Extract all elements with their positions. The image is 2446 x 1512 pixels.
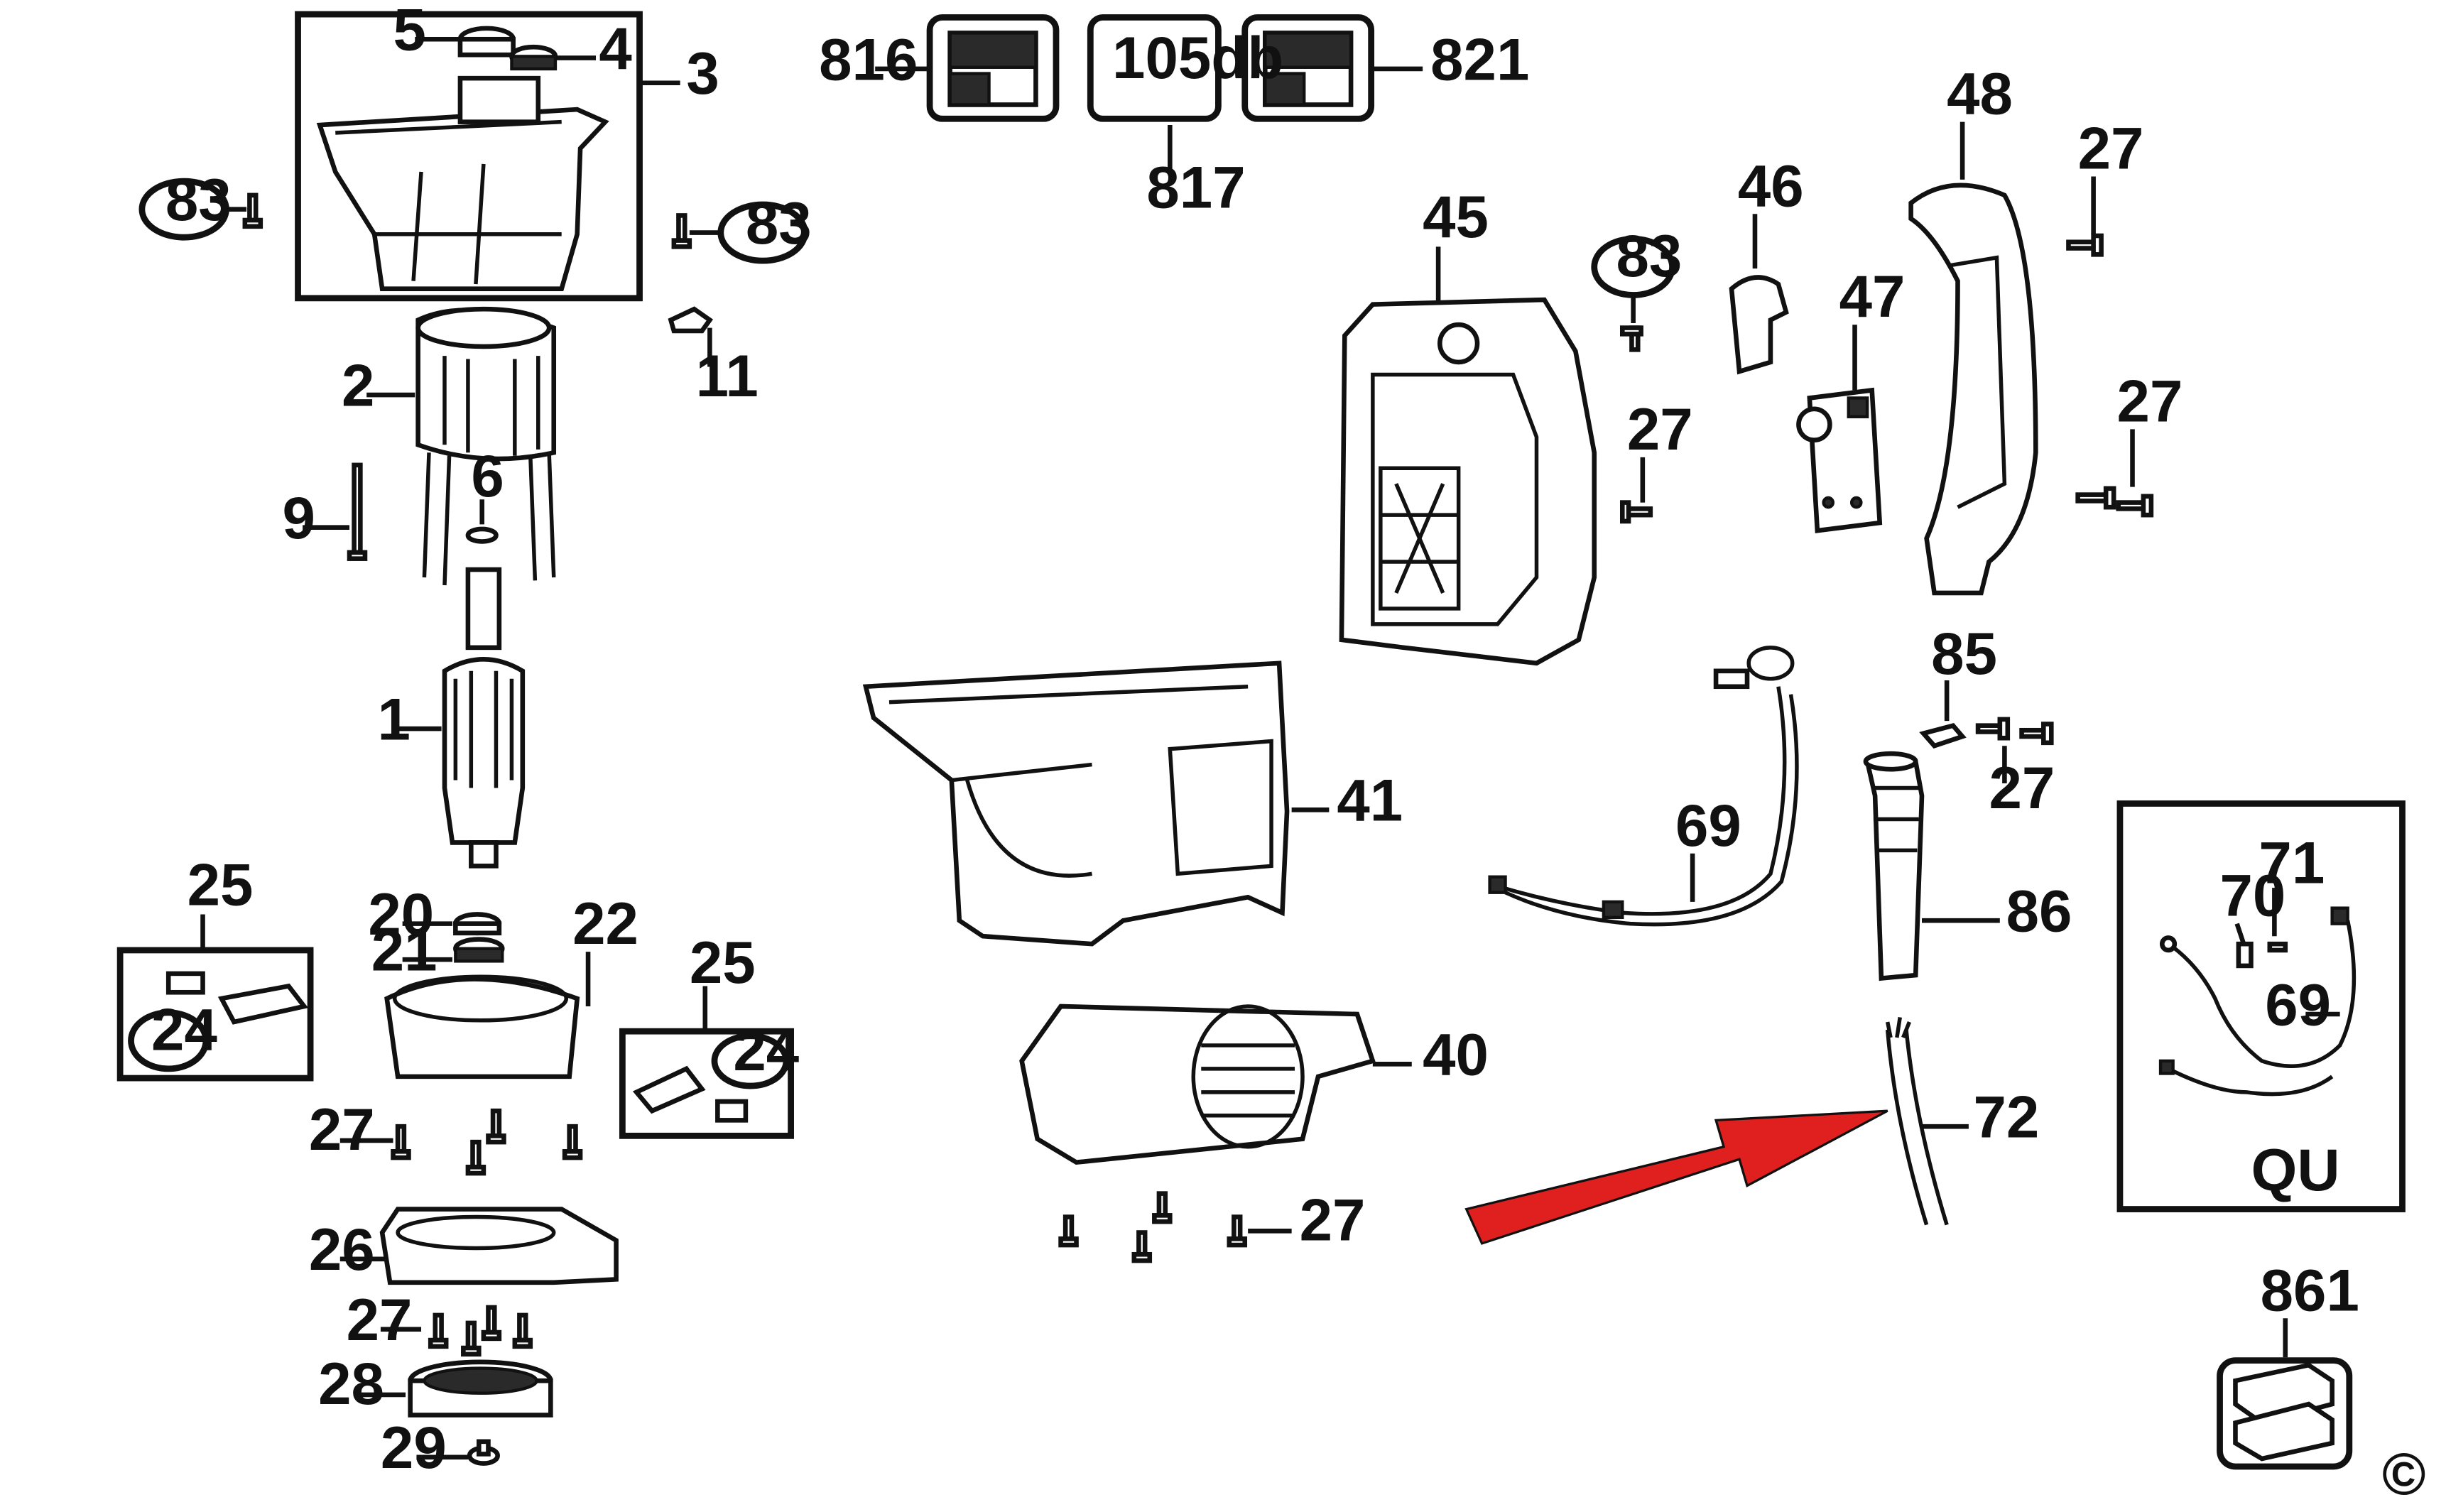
wire-kit-part-qu xyxy=(2158,906,2357,1097)
part-25-frame-right xyxy=(619,1028,794,1139)
label-817: 817 xyxy=(1146,153,1245,220)
screw-part-27-c xyxy=(1619,500,1653,524)
label-47: 47 xyxy=(1839,263,1906,330)
bearing-part-4 xyxy=(509,44,558,71)
label-1: 1 xyxy=(378,685,411,752)
part-24-callout-left xyxy=(128,1009,210,1072)
screws-part-27-group-b xyxy=(428,1305,533,1357)
part-3-frame xyxy=(295,11,643,302)
washer-part-6 xyxy=(465,526,499,544)
screw-part-83-mid xyxy=(671,213,692,249)
label-83-right: 83 xyxy=(1616,222,1683,289)
carry-case-part-861 xyxy=(2217,1357,2353,1470)
power-cord-part-72 xyxy=(1885,1016,1949,1226)
label-plate-part-821 xyxy=(1241,14,1375,122)
label-27-g: 27 xyxy=(1989,754,2055,821)
armature-part-1 xyxy=(442,567,526,869)
gear-housing-part-3 xyxy=(316,75,609,291)
brush-ring-part-22 xyxy=(384,974,580,1079)
label-11: 11 xyxy=(696,342,759,409)
label-71: 71 xyxy=(2259,830,2325,896)
label-46: 46 xyxy=(1738,152,1804,219)
label-816: 816 xyxy=(819,26,918,92)
screws-part-27-g xyxy=(1975,717,2054,746)
label-3: 3 xyxy=(686,40,719,107)
motor-housing-part-41 xyxy=(862,660,1290,947)
highlight-arrow xyxy=(1464,1109,1888,1245)
label-9: 9 xyxy=(283,484,315,551)
label-69-qu: 69 xyxy=(2265,971,2331,1038)
label-861: 861 xyxy=(2261,1256,2359,1323)
label-105db: 105db xyxy=(1112,24,1283,91)
screw-part-83-left xyxy=(242,192,263,229)
label-69: 69 xyxy=(1675,792,1741,859)
bearing-part-21 xyxy=(453,937,505,963)
part-24-callout-right xyxy=(711,1033,790,1089)
label-20: 20 xyxy=(368,881,434,947)
brush-holder-part-25-right xyxy=(632,1065,749,1123)
label-28: 28 xyxy=(318,1350,384,1417)
label-25-left: 25 xyxy=(187,851,254,918)
label-24-left: 24 xyxy=(151,996,217,1063)
copyright-mark: © xyxy=(2382,1441,2426,1508)
label-41: 41 xyxy=(1337,767,1403,834)
screw-part-27-d xyxy=(2066,233,2104,257)
trigger-part-46 xyxy=(1729,275,1789,375)
label-27-d: 27 xyxy=(2078,115,2144,182)
screws-part-27-e xyxy=(2075,486,2154,518)
label-24-right: 24 xyxy=(733,1016,799,1083)
screws-part-27-group-a xyxy=(391,1108,583,1176)
screws-part-27-f xyxy=(1058,1191,1248,1263)
label-72: 72 xyxy=(1973,1084,2039,1151)
label-25-right: 25 xyxy=(690,929,756,996)
label-29: 29 xyxy=(381,1414,447,1481)
ring-part-28 xyxy=(408,1359,553,1418)
field-stator-part-2 xyxy=(415,306,557,586)
label-40: 40 xyxy=(1423,1021,1489,1088)
label-27-f: 27 xyxy=(1300,1186,1366,1253)
cord-clamp-part-85 xyxy=(1919,722,1967,749)
label-86: 86 xyxy=(2006,878,2072,945)
label-plate-part-816 xyxy=(926,14,1060,122)
label-70: 70 xyxy=(2220,862,2286,929)
label-6: 6 xyxy=(471,442,504,509)
label-821: 821 xyxy=(1430,26,1529,92)
label-45: 45 xyxy=(1423,183,1489,250)
screw-part-9 xyxy=(347,462,368,561)
bearing-part-20 xyxy=(453,912,502,936)
label-27-a: 27 xyxy=(309,1096,375,1163)
end-cap-part-26 xyxy=(379,1207,619,1285)
label-4: 4 xyxy=(599,15,631,82)
part-25-frame-left xyxy=(116,947,314,1082)
label-22: 22 xyxy=(572,890,638,957)
label-27-b: 27 xyxy=(347,1286,413,1353)
label-83-left: 83 xyxy=(165,166,232,233)
label-qu: QU xyxy=(2251,1136,2339,1203)
part-83-callout-mid xyxy=(717,201,808,264)
label-27-c: 27 xyxy=(1627,396,1693,462)
clip-part-11 xyxy=(668,306,713,334)
cover-part-40 xyxy=(1019,1004,1376,1165)
label-2: 2 xyxy=(342,352,374,418)
brush-holder-part-25-left xyxy=(165,971,309,1025)
screw-part-83-right xyxy=(1619,325,1643,352)
switch-part-47 xyxy=(1796,387,1883,533)
label-48: 48 xyxy=(1947,60,2013,127)
screw-part-29 xyxy=(467,1439,500,1466)
label-27-e: 27 xyxy=(2117,367,2183,434)
bearing-part-5 xyxy=(457,26,516,58)
label-85: 85 xyxy=(1931,620,1997,687)
housing-half-part-45 xyxy=(1339,297,1597,666)
wire-harness-part-69 xyxy=(1488,646,1799,927)
label-83-mid: 83 xyxy=(746,190,812,256)
label-5: 5 xyxy=(393,0,426,63)
sound-label-part-817 xyxy=(1087,14,1222,122)
part-qu-frame xyxy=(2116,800,2406,1212)
cord-guard-part-86 xyxy=(1863,751,1925,981)
label-26: 26 xyxy=(309,1216,375,1283)
handle-part-48 xyxy=(1908,183,2038,596)
label-21: 21 xyxy=(371,917,437,984)
